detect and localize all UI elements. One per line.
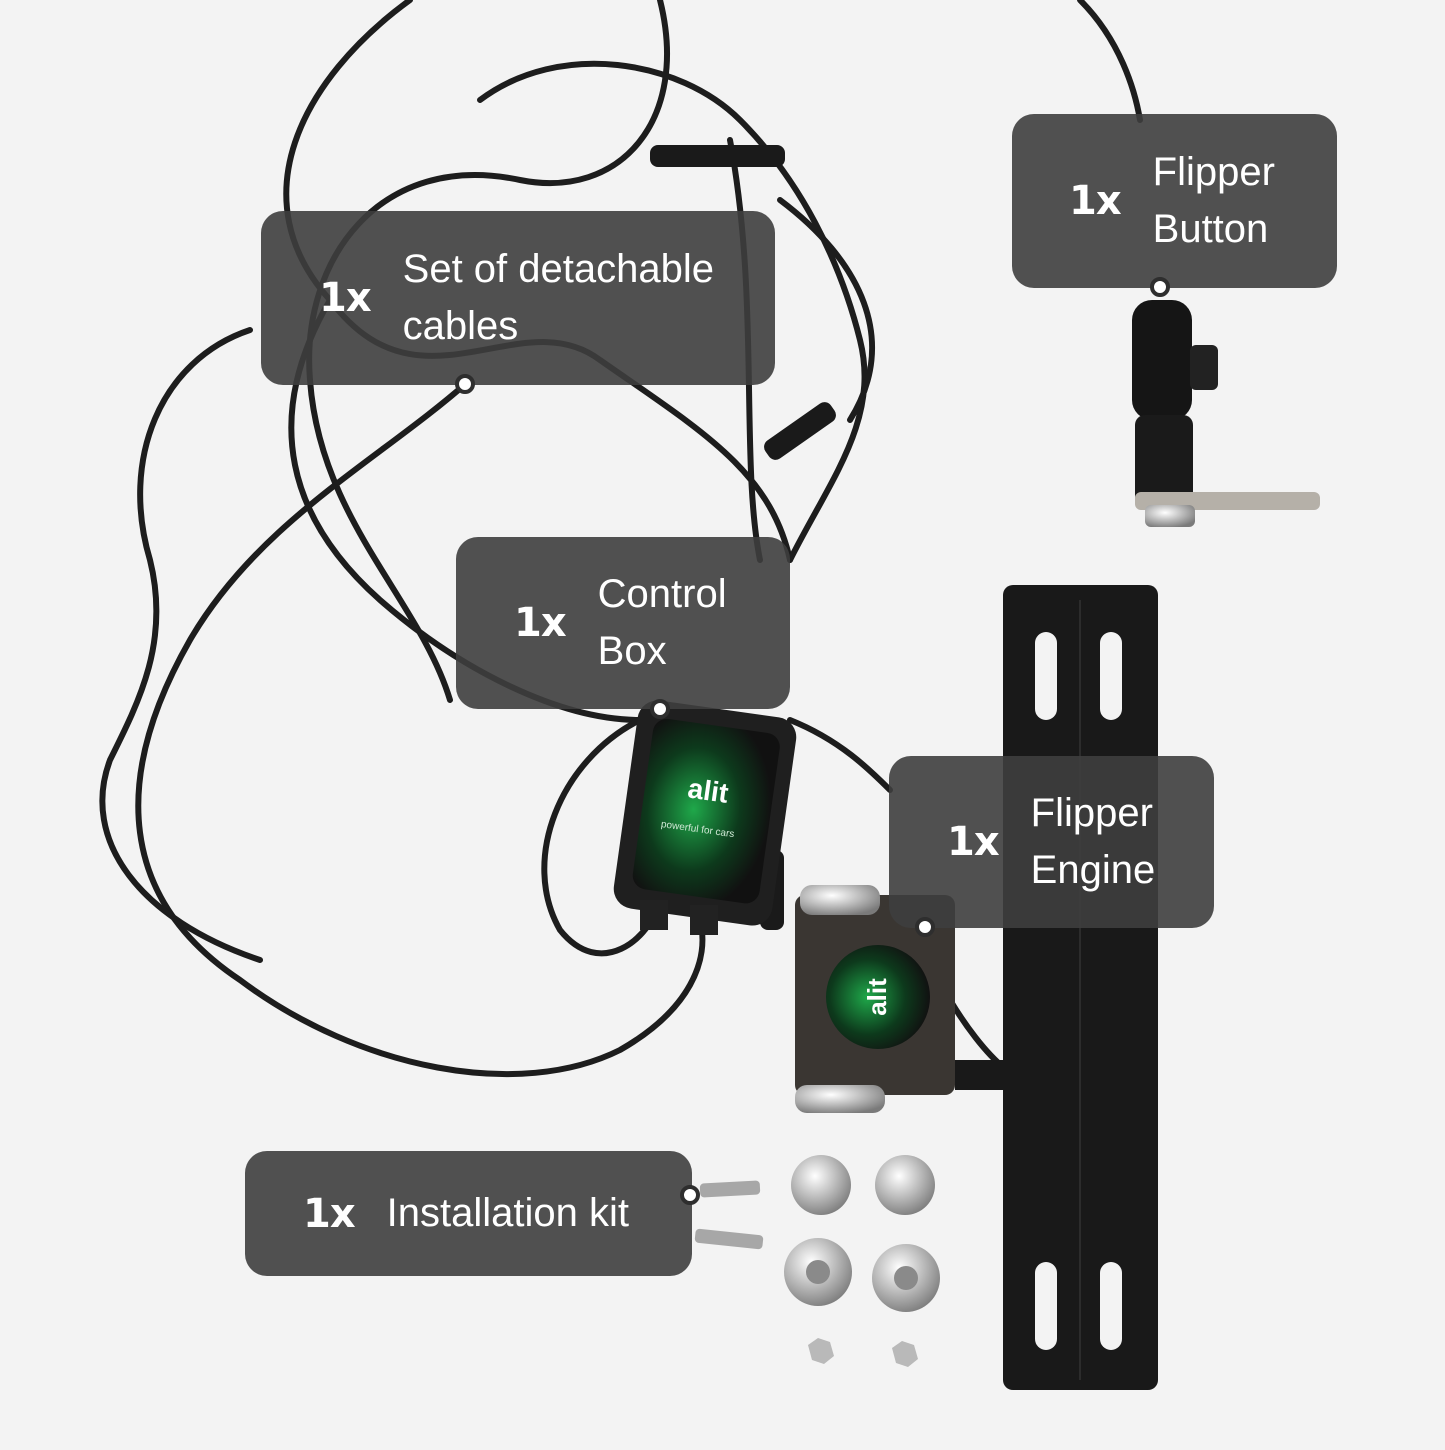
callout-label-block: Flipper Button bbox=[1153, 144, 1275, 258]
callout-pin bbox=[1150, 277, 1170, 297]
flipper-engine-icon: alit bbox=[795, 885, 955, 1113]
callout-flipper-button: 1x Flipper Button bbox=[1012, 114, 1337, 288]
callout-pin bbox=[650, 699, 670, 719]
bracket-icon bbox=[955, 585, 1158, 1390]
callout-quantity: 1x bbox=[319, 275, 372, 321]
callout-label-line2: Box bbox=[597, 629, 667, 673]
callout-quantity: 1x bbox=[303, 1190, 356, 1237]
callout-quantity: 1x bbox=[514, 600, 567, 646]
callout-detachable-cables: 1x Set of detachable cables bbox=[261, 211, 775, 385]
control-box-icon: alit powerful for cars bbox=[613, 700, 797, 935]
callout-label-line2: Engine bbox=[1030, 848, 1156, 892]
callout-installation-kit: 1x Installation kit bbox=[245, 1151, 692, 1276]
callout-quantity: 1x bbox=[1069, 178, 1122, 224]
callout-pin bbox=[915, 917, 935, 937]
callout-label-block: Set of detachable cables bbox=[403, 241, 714, 355]
callout-label-line1: Set of detachable bbox=[402, 247, 714, 291]
control-box-logo: alit bbox=[686, 773, 730, 809]
callout-label-block: Installation kit bbox=[387, 1185, 629, 1242]
flipper-button-icon bbox=[1132, 300, 1320, 527]
nut-icon bbox=[808, 1338, 918, 1367]
callout-label-line1: Control bbox=[597, 572, 727, 616]
engine-logo: alit bbox=[862, 978, 892, 1016]
callout-label-line1: Flipper bbox=[1030, 791, 1153, 835]
callout-label-block: Flipper Engine bbox=[1031, 785, 1156, 899]
callout-pin bbox=[455, 374, 475, 394]
callout-label-line1: Flipper bbox=[1152, 150, 1275, 194]
callout-label-line2: Button bbox=[1152, 207, 1269, 251]
callout-control-box: 1x Control Box bbox=[456, 537, 790, 709]
screw-icon bbox=[694, 1180, 764, 1250]
callout-label-line1: Installation kit bbox=[386, 1191, 629, 1235]
callout-label-block: Control Box bbox=[598, 566, 727, 680]
washer-icon bbox=[784, 1155, 940, 1312]
callout-flipper-engine: 1x Flipper Engine bbox=[889, 756, 1214, 928]
callout-label-line2: cables bbox=[402, 304, 519, 348]
callout-quantity: 1x bbox=[947, 819, 1000, 865]
callout-pin bbox=[680, 1185, 700, 1205]
